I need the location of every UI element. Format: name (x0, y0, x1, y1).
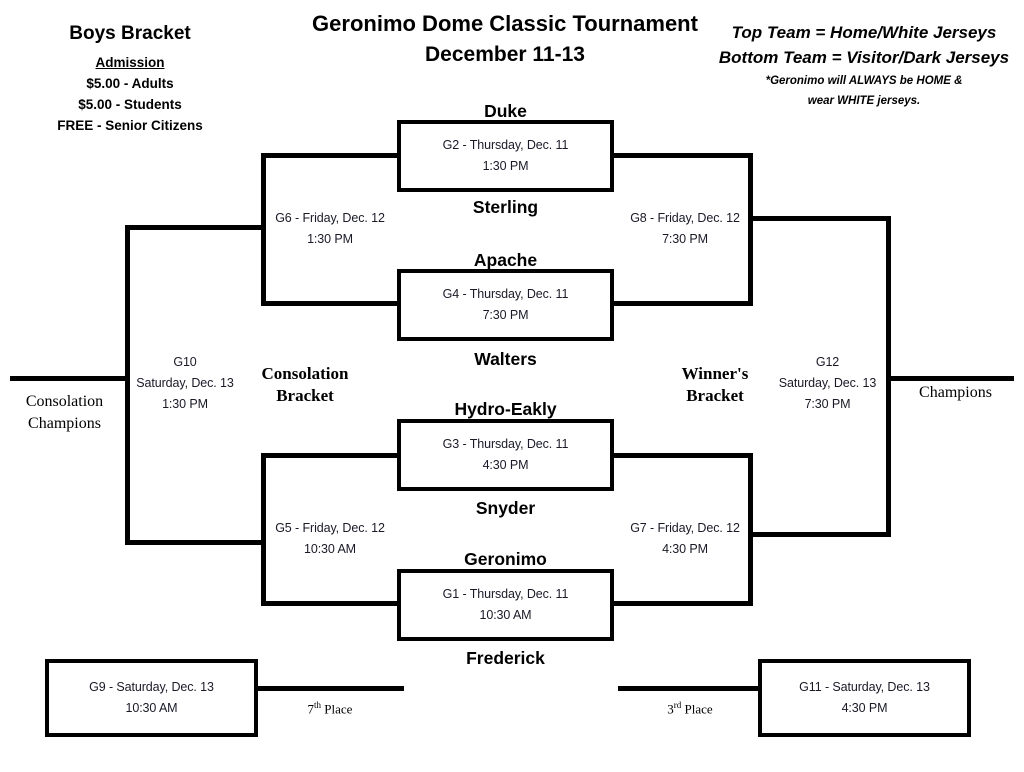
connector-g8-top (610, 153, 753, 158)
game-g7-line1: G7 - Friday, Dec. 12 (630, 521, 740, 535)
winners-bracket-line2: Bracket (686, 386, 744, 405)
team-frederick: Frederick (466, 648, 545, 668)
game-g4-line1: G4 - Thursday, Dec. 11 (442, 287, 569, 301)
connector-g8-out (748, 216, 891, 221)
consolation-champions-line2: Champions (28, 415, 101, 432)
connector-g7-out (748, 532, 891, 537)
game-g12-line1: G12 (815, 355, 840, 369)
connector-g7-top (610, 453, 753, 458)
game-label-g5: G5 - Friday, Dec. 12 10:30 AM (255, 518, 405, 560)
winners-bracket-line1: Winner's (681, 364, 749, 383)
connector-g11-in (618, 686, 763, 691)
team-geronimo: Geronimo (464, 549, 547, 569)
game-g6-line2: 1:30 PM (307, 232, 353, 246)
game-g11-line1: G11 - Saturday, Dec. 13 (799, 680, 930, 694)
game-g9-line1: G9 - Saturday, Dec. 13 (89, 680, 214, 694)
third-place-label: 3rd Place (630, 696, 750, 718)
team-sterling: Sterling (472, 197, 539, 217)
consolation-champions-line1: Consolation (25, 393, 104, 410)
consolation-bracket-label: Consolation Bracket (240, 363, 370, 407)
game-g4-line2: 7:30 PM (482, 308, 529, 322)
game-g10-line1: G10 (173, 355, 197, 369)
game-g1-line1: G1 - Thursday, Dec. 11 (442, 587, 569, 601)
jersey-note-line1: *Geronimo will ALWAYS be HOME & (765, 75, 963, 87)
game-g10-line2: Saturday, Dec. 13 (136, 376, 234, 390)
connector-g5-top (261, 453, 401, 458)
game-g5-line1: G5 - Friday, Dec. 12 (275, 521, 385, 535)
game-g1-line2: 10:30 AM (479, 608, 532, 622)
team-duke: Duke (484, 101, 527, 121)
consolation-bracket-line2: Bracket (276, 386, 334, 405)
admission-price-seniors: FREE - Senior Citizens (57, 118, 203, 133)
game-box-g4[interactable]: G4 - Thursday, Dec. 11 7:30 PM (397, 269, 614, 341)
team-apache: Apache (473, 250, 538, 270)
connector-g10-out (10, 376, 130, 381)
connector-g5-vertical (261, 453, 266, 606)
game-box-g3[interactable]: G3 - Thursday, Dec. 11 4:30 PM (397, 419, 614, 491)
game-g8-line2: 7:30 PM (662, 232, 708, 246)
champions-label: Champions (919, 384, 992, 401)
admission-price-adults: $5.00 - Adults (86, 76, 174, 91)
game-label-g12: G12 Saturday, Dec. 13 7:30 PM (770, 352, 885, 415)
game-label-g7: G7 - Friday, Dec. 12 4:30 PM (610, 518, 760, 560)
connector-g8-vertical (748, 153, 753, 306)
game-g8-line1: G8 - Friday, Dec. 12 (630, 211, 740, 225)
connector-g5-bottom (261, 601, 401, 606)
game-g3-line1: G3 - Thursday, Dec. 11 (442, 437, 569, 451)
seventh-place-label: 7th Place (270, 696, 390, 718)
connector-g9-out (256, 686, 404, 691)
page-title: Geronimo Dome Classic Tournament (312, 11, 698, 36)
boys-bracket-title: Boys Bracket (69, 23, 191, 44)
third-place-number: 3 (667, 701, 674, 717)
seventh-place-word: Place (321, 701, 353, 717)
connector-g6-top (261, 153, 401, 158)
connector-g8-bottom (610, 301, 753, 306)
consolation-bracket-line1: Consolation (261, 364, 349, 383)
game-g10-line3: 1:30 PM (162, 397, 208, 411)
connector-g10-vertical (125, 225, 130, 545)
game-label-g6: G6 - Friday, Dec. 12 1:30 PM (255, 208, 405, 250)
game-g2-line1: G2 - Thursday, Dec. 11 (442, 138, 569, 152)
game-box-g9[interactable]: G9 - Saturday, Dec. 13 10:30 AM (45, 659, 258, 737)
game-g2-line2: 1:30 PM (482, 159, 529, 173)
game-g3-line2: 4:30 PM (482, 458, 529, 472)
game-box-g2[interactable]: G2 - Thursday, Dec. 11 1:30 PM (397, 120, 614, 192)
game-label-g8: G8 - Friday, Dec. 12 7:30 PM (610, 208, 760, 250)
game-g7-line2: 4:30 PM (662, 542, 708, 556)
title-block: Geronimo Dome Classic Tournament Decembe… (280, 8, 730, 70)
third-place-word: Place (681, 701, 713, 717)
third-place-suffix: rd (673, 700, 682, 710)
game-g12-line3: 7:30 PM (804, 397, 851, 411)
connector-g7-vertical (748, 453, 753, 606)
connector-g6-out (125, 225, 265, 230)
game-box-g1[interactable]: G1 - Thursday, Dec. 11 10:30 AM (397, 569, 614, 641)
game-g9-line2: 10:30 AM (125, 701, 178, 715)
admission-price-students: $5.00 - Students (78, 97, 182, 112)
game-box-g11[interactable]: G11 - Saturday, Dec. 13 4:30 PM (758, 659, 971, 737)
game-g12-line2: Saturday, Dec. 13 (778, 376, 877, 390)
game-g6-line1: G6 - Friday, Dec. 12 (275, 211, 385, 225)
team-walters: Walters (474, 349, 537, 369)
connector-g5-out (125, 540, 265, 545)
connector-g12-out (886, 376, 1014, 381)
consolation-champions-label: Consolation Champions (2, 391, 127, 435)
game-g11-line2: 4:30 PM (841, 701, 888, 715)
jersey-note-line2: wear WHITE jerseys. (807, 95, 921, 107)
team-snyder: Snyder (475, 498, 536, 518)
game-label-g10: G10 Saturday, Dec. 13 1:30 PM (130, 352, 240, 415)
jersey-legend-bottom: Bottom Team = Visitor/Dark Jerseys (718, 48, 1010, 67)
jersey-legend-top: Top Team = Home/White Jerseys (731, 23, 997, 42)
game-g5-line2: 10:30 AM (303, 542, 356, 556)
connector-g7-bottom (610, 601, 753, 606)
jersey-legend: Top Team = Home/White Jerseys Bottom Tea… (704, 20, 1024, 110)
winners-bracket-label: Winner's Bracket (660, 363, 770, 407)
admission-block: Boys Bracket Admission $5.00 - Adults $5… (20, 20, 240, 136)
team-hydro-eakly: Hydro-Eakly (454, 399, 557, 419)
page-subtitle: December 11-13 (425, 43, 585, 66)
connector-g6-bottom (261, 301, 401, 306)
seventh-place-number: 7 (307, 701, 315, 717)
seventh-place-suffix: th (314, 700, 322, 710)
admission-heading: Admission (95, 55, 165, 70)
